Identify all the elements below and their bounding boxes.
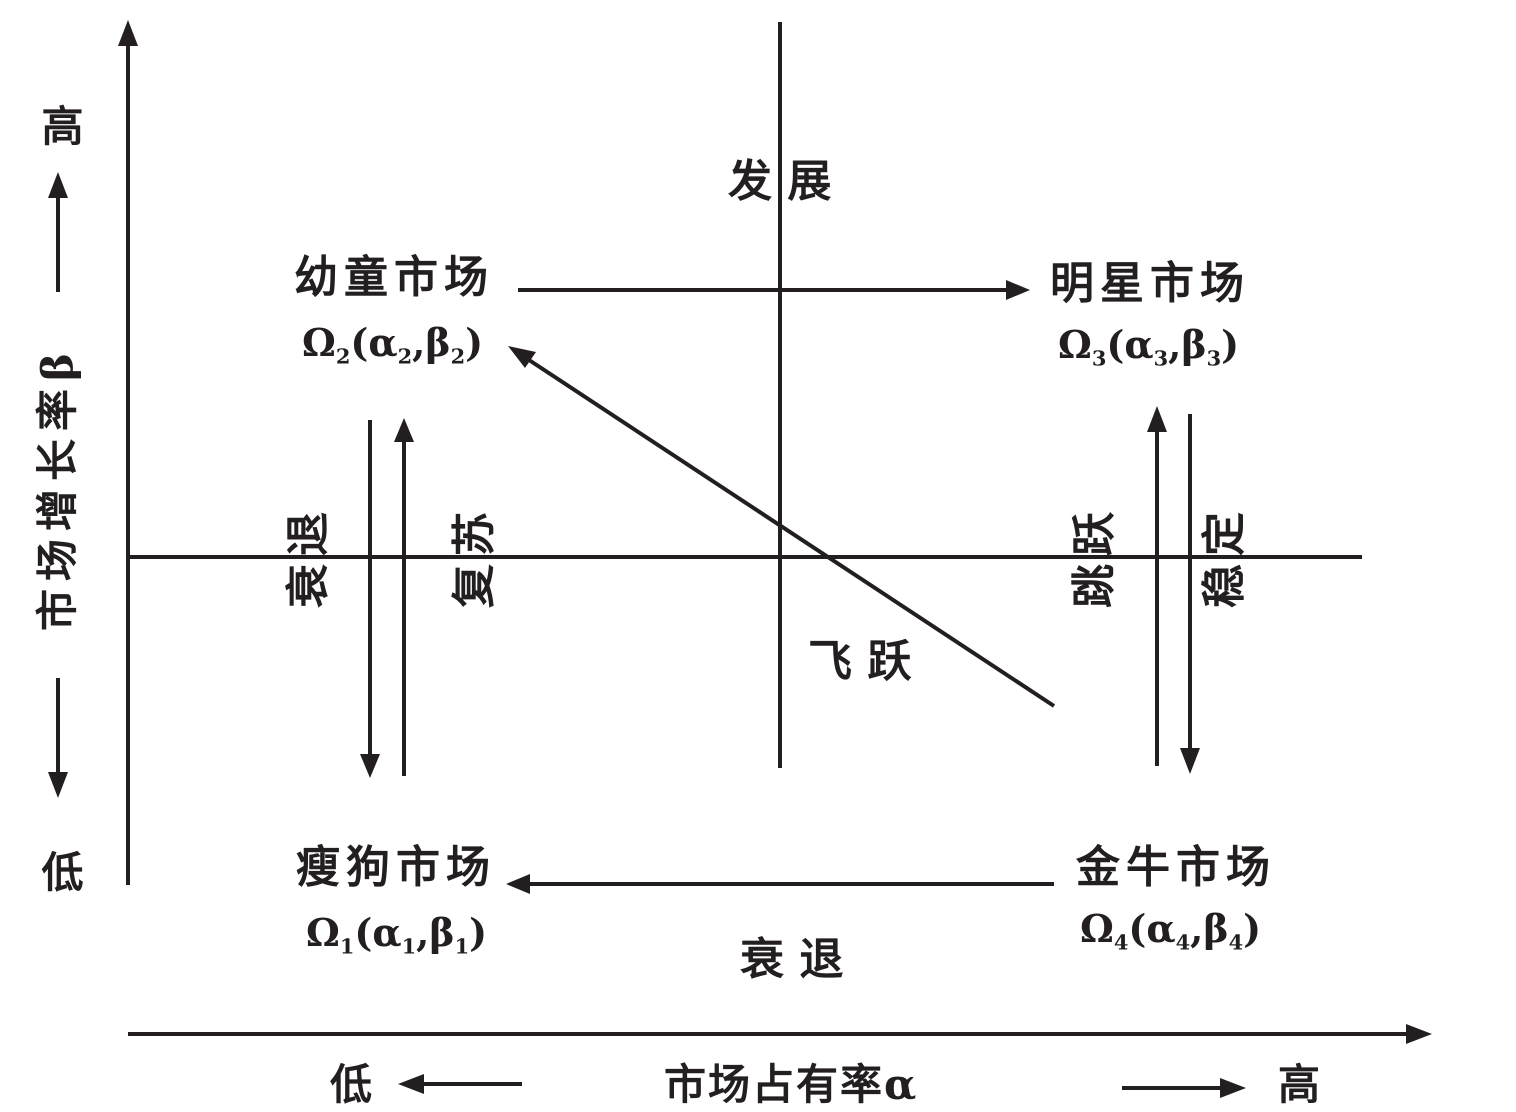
- y-high-arrowhead: [48, 172, 68, 198]
- leap-label: 飞 跃: [808, 636, 912, 687]
- quadrant-4-name: 金牛市场: [1076, 842, 1276, 893]
- decline-left-label: 衰退: [283, 504, 334, 608]
- quadrant-1-symbol: Ω1(α1,β1): [306, 910, 488, 959]
- stable-label: 稳定: [1199, 504, 1250, 608]
- y-low-arrowhead: [48, 772, 68, 798]
- quadrant-2-symbol: Ω2(α2,β2): [302, 320, 484, 369]
- y-axis-arrowhead: [118, 20, 138, 46]
- quadrant-3-name: 明星市场: [1050, 258, 1250, 309]
- decline-left-arrowhead: [360, 754, 380, 778]
- x-axis-low-label: 低: [330, 1060, 373, 1109]
- develop-label: 发 展: [728, 156, 832, 207]
- leap-arrowhead: [508, 346, 536, 368]
- quadrant-1-name: 瘦狗市场: [296, 842, 496, 893]
- x-high-arrowhead: [1220, 1078, 1246, 1098]
- jump-label: 跳跃: [1069, 504, 1120, 608]
- decline-bottom-label: 衰 退: [740, 934, 844, 985]
- stable-arrowhead: [1180, 748, 1200, 774]
- quadrant-3-symbol: Ω3(α3,β3): [1058, 322, 1240, 371]
- x-axis-high-label: 高: [1278, 1060, 1321, 1109]
- leap-arrow: [524, 356, 1056, 708]
- x-axis-arrowhead: [1406, 1024, 1432, 1044]
- revive-label: 复苏: [449, 504, 500, 608]
- quadrant-4-symbol: Ω4(α4,β4): [1080, 906, 1262, 955]
- decline-bottom-arrowhead: [506, 874, 530, 894]
- x-axis-title: 市场占有率α: [664, 1060, 919, 1109]
- jump-arrowhead: [1147, 406, 1167, 432]
- y-axis-title: 市场增长率β: [33, 345, 82, 631]
- develop-arrowhead: [1006, 280, 1030, 300]
- quadrant-2-name: 幼童市场: [294, 252, 494, 303]
- revive-arrowhead: [394, 418, 414, 442]
- x-low-arrowhead: [398, 1074, 424, 1094]
- y-axis-low-label: 低: [35, 850, 84, 894]
- y-axis-high-label: 高: [35, 104, 84, 148]
